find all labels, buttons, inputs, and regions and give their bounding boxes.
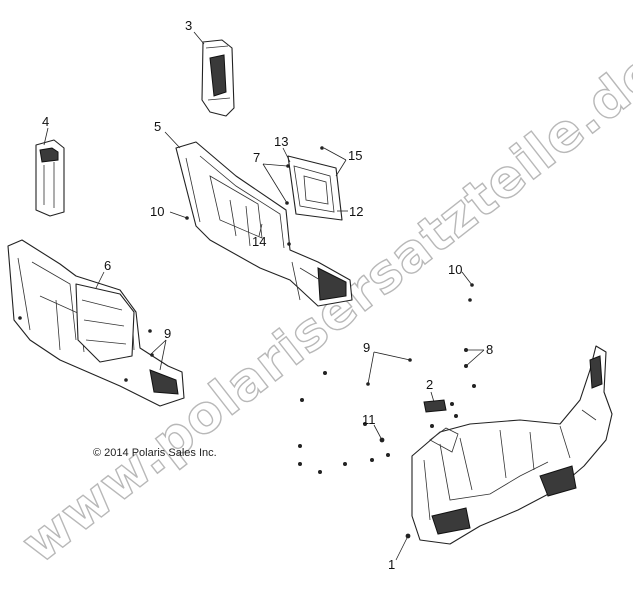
- part-2-bracket[interactable]: [423, 399, 447, 413]
- callout-3: 3: [185, 18, 192, 33]
- callout-6: 6: [104, 258, 111, 273]
- callout-4: 4: [42, 114, 49, 129]
- callout-15: 15: [348, 148, 362, 163]
- part-5-door-panel[interactable]: [175, 141, 353, 307]
- callout-10a: 10: [150, 204, 164, 219]
- callout-2: 2: [426, 377, 433, 392]
- callout-12: 12: [349, 204, 363, 219]
- copyright-text: © 2014 Polaris Sales Inc.: [93, 447, 217, 459]
- callout-9a: 9: [164, 326, 171, 341]
- callout-14: 14: [252, 234, 266, 249]
- part-1-cab-assembly[interactable]: [411, 345, 613, 545]
- callout-9b: 9: [363, 340, 370, 355]
- callout-13: 13: [274, 134, 288, 149]
- callout-10b: 10: [448, 262, 462, 277]
- callout-8: 8: [486, 342, 493, 357]
- callout-5: 5: [154, 119, 161, 134]
- hardware-fasteners: [18, 146, 476, 539]
- part-4-panel[interactable]: [35, 139, 65, 217]
- part-3-panel[interactable]: [201, 39, 235, 117]
- callout-11: 11: [362, 412, 376, 427]
- callout-7: 7: [253, 150, 260, 165]
- callout-1: 1: [388, 557, 395, 572]
- part-6-door-panel[interactable]: [7, 239, 185, 407]
- leader-lines: [43, 31, 485, 561]
- callout-labels: 3 4 5 13 15 7 10 12 14 6 10 9 9 8 2 11 1: [42, 18, 493, 572]
- part-12-trim-panel[interactable]: [287, 155, 343, 221]
